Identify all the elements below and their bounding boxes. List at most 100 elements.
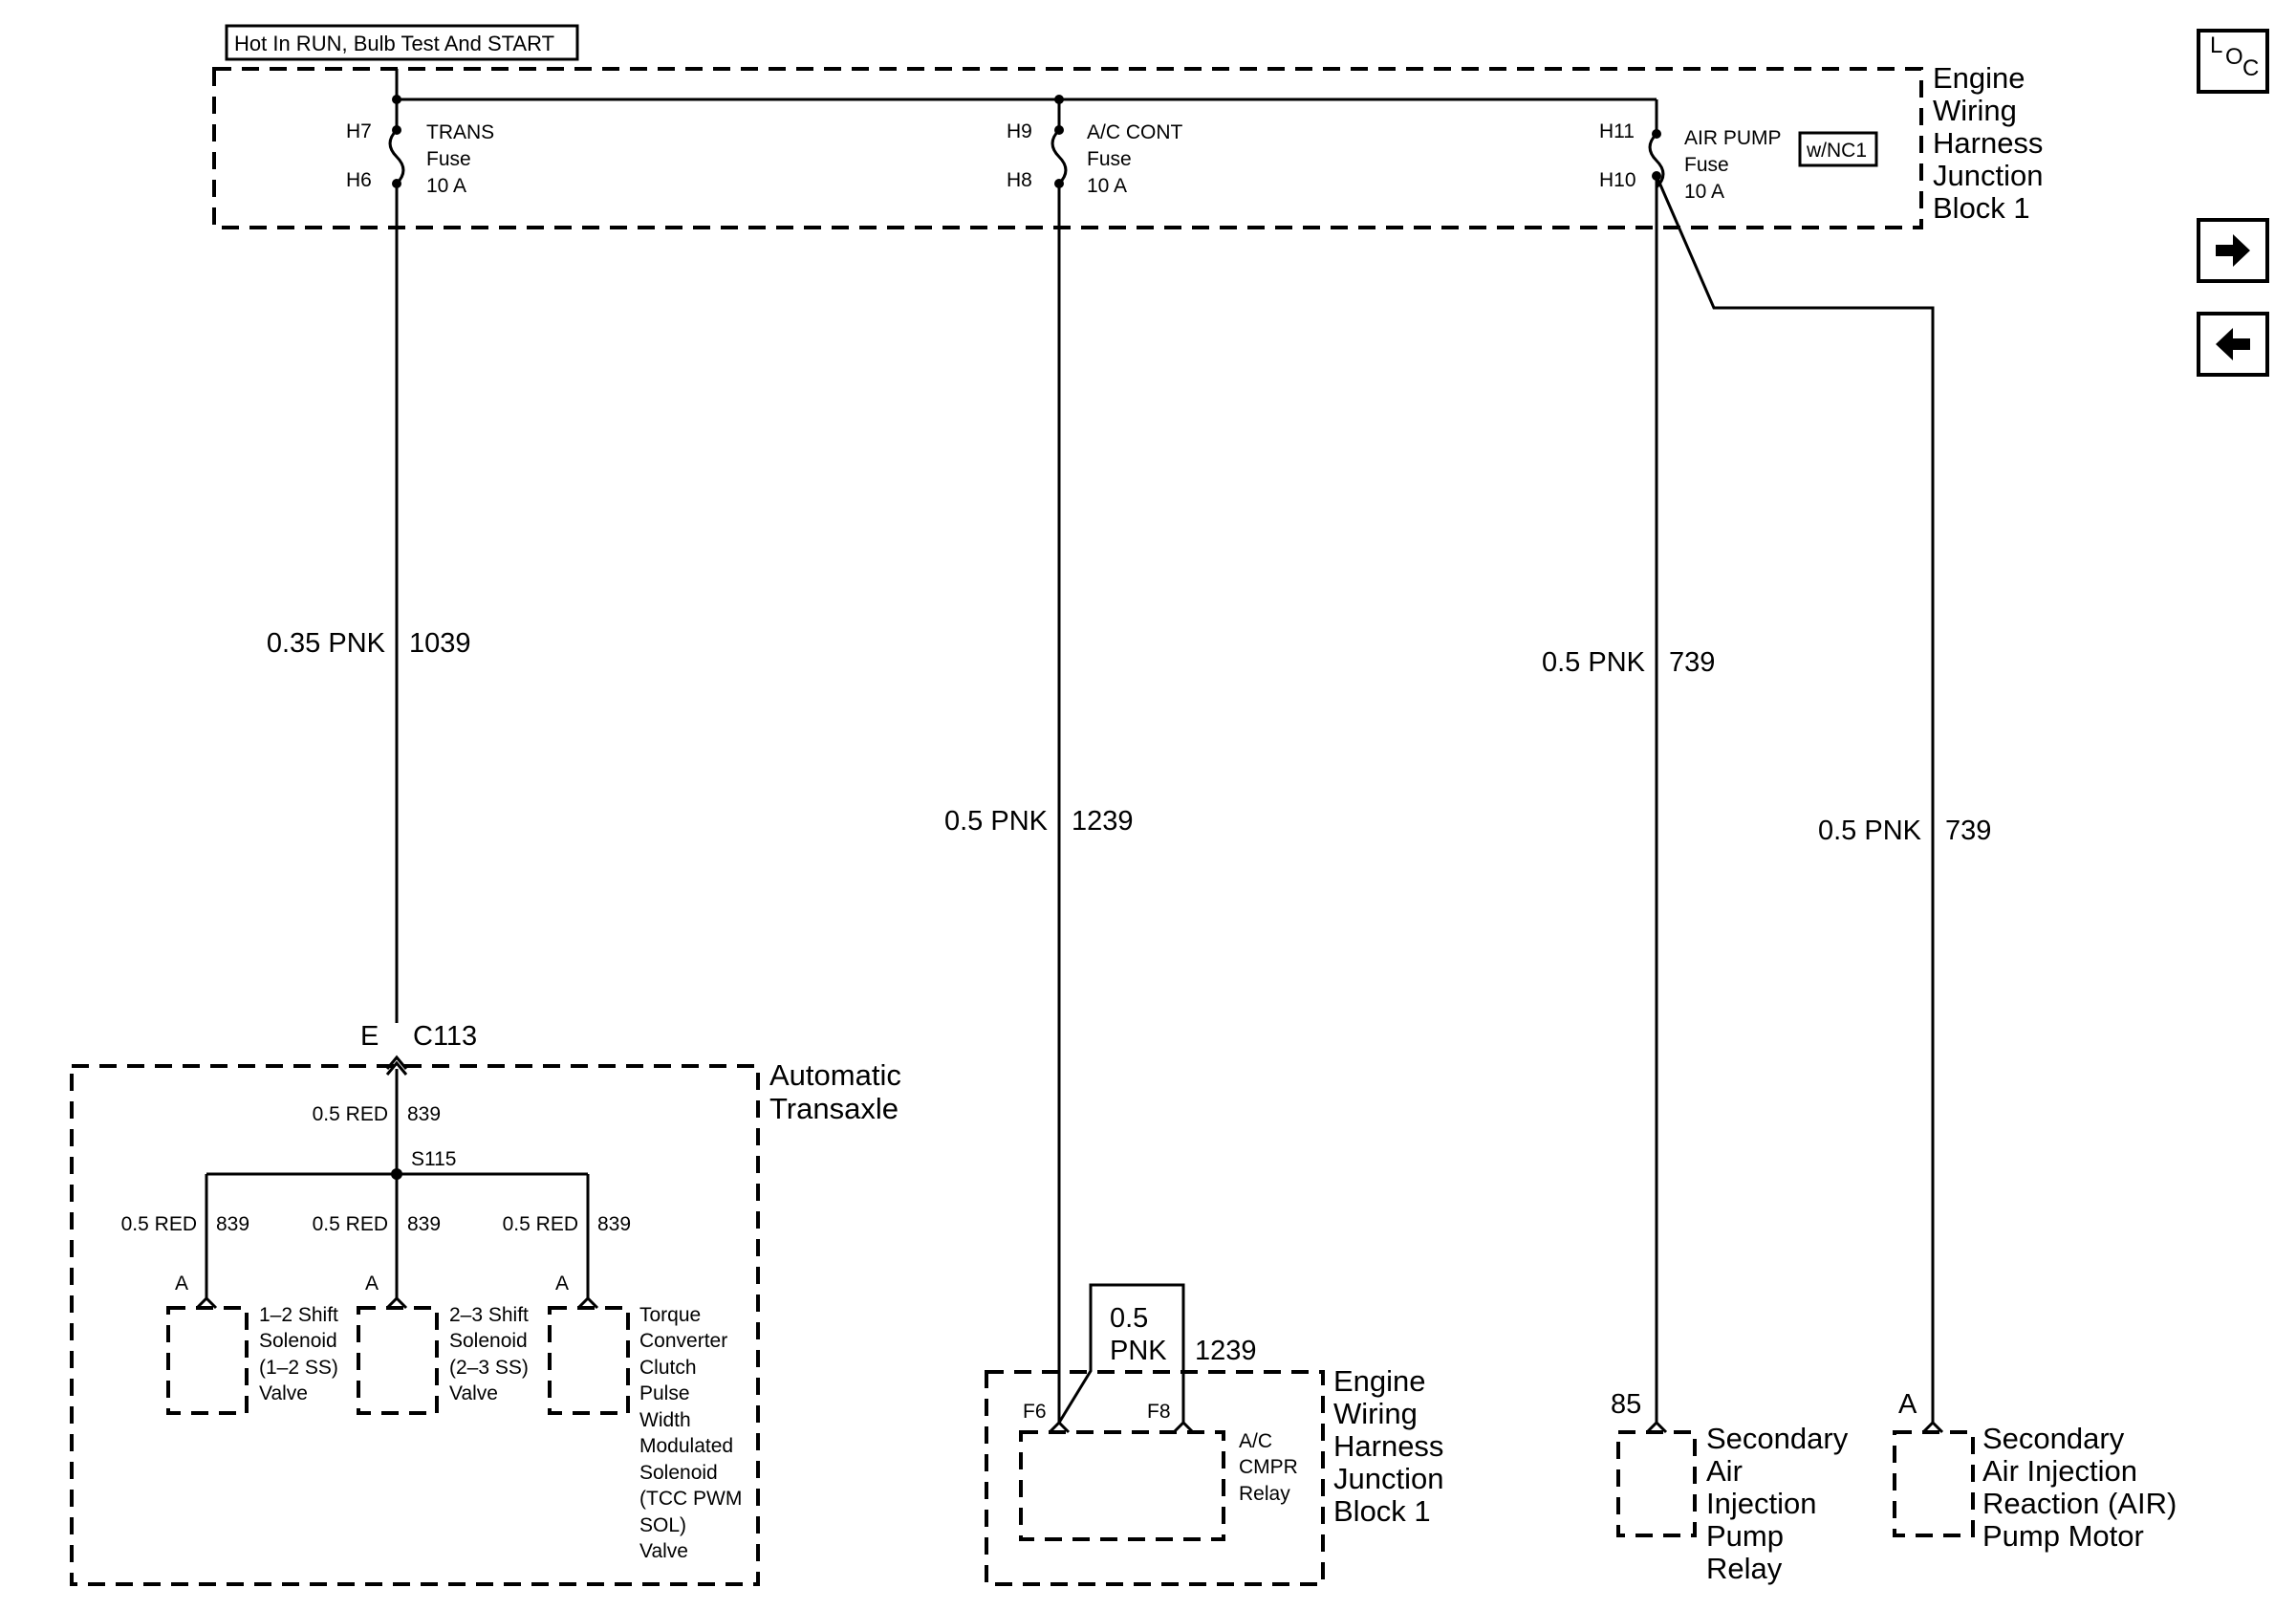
- transaxle-name-line: Transaxle: [769, 1092, 899, 1125]
- fuse-type: Fuse: [1087, 148, 1132, 170]
- fuse-ac-cont: H9 H8 A/C CONT Fuse 10 A: [1007, 99, 1183, 197]
- air-relay-label-line: Relay: [1706, 1552, 1783, 1585]
- branch-connector-symbol: [195, 1295, 218, 1310]
- fuse-bottom-pin: H10: [1599, 169, 1636, 191]
- wire-739-motor: [1655, 175, 1935, 1423]
- relay-pin-symbol: [1172, 1420, 1195, 1434]
- motor-box: [1893, 1430, 1975, 1537]
- relay-block-name-line: Junction: [1333, 1462, 1443, 1495]
- branch-connector-symbol: [385, 1295, 408, 1310]
- solenoid-label-line: (TCC PWM: [639, 1488, 742, 1510]
- fuse-top-pin: H7: [346, 120, 372, 142]
- solenoid-box: [166, 1306, 249, 1415]
- air-pump-relay: 85 Secondary Air Injection Pump Relay: [1611, 1389, 1849, 1585]
- air-relay-label-line: Secondary: [1706, 1422, 1849, 1455]
- wire-gauge-color: 0.5 PNK: [1542, 647, 1646, 678]
- wire-label-1039: 0.35 PNK 1039: [267, 628, 471, 659]
- relay-pin: 85: [1611, 1389, 1641, 1420]
- air-relay-label-line: Pump: [1706, 1519, 1784, 1553]
- jumper-circuit: 1239: [1195, 1336, 1257, 1366]
- branch-gauge-color: 0.5 RED: [503, 1213, 578, 1235]
- solenoid-branch-2-3: 0.5 RED 839 A 2–3 Shift Solenoid (2–3 SS…: [313, 1174, 529, 1415]
- solenoid-label-line: Clutch: [639, 1357, 697, 1379]
- fuse-bottom-pin: H8: [1007, 169, 1032, 191]
- transaxle-name-line: Automatic: [769, 1058, 901, 1092]
- relay-pin: F8: [1147, 1401, 1171, 1423]
- solenoid-label-line: Solenoid: [449, 1330, 528, 1352]
- solenoid-label-line: SOL): [639, 1514, 686, 1536]
- junction-block-name-line: Block 1: [1933, 191, 2030, 225]
- next-page-button[interactable]: [2197, 218, 2269, 283]
- relay-block-name-line: Wiring: [1333, 1397, 1418, 1430]
- fuse-name: A/C CONT: [1087, 121, 1183, 143]
- air-motor-label-line: Air Injection: [1982, 1454, 2137, 1488]
- solenoid-branch-tcc: 0.5 RED 839 A Torque Converter Clutch Pu…: [503, 1174, 742, 1562]
- fuse-rating: 10 A: [426, 175, 466, 197]
- wire-circuit: 1039: [409, 628, 471, 659]
- branch-circuit: 839: [407, 1213, 441, 1235]
- relay-pin: F6: [1023, 1401, 1047, 1423]
- branch-connector-symbol: [576, 1295, 599, 1310]
- solenoid-label-line: (2–3 SS): [449, 1357, 529, 1379]
- transaxle-box: [70, 1064, 760, 1586]
- loc-icon: L: [2210, 33, 2223, 58]
- loc-icon-letter: O: [2225, 44, 2243, 70]
- jumper-gauge-line: 0.5: [1110, 1303, 1148, 1334]
- air-relay-label-line: Injection: [1706, 1487, 1816, 1520]
- wire-circuit: 739: [1669, 647, 1715, 678]
- air-relay-label-line: Air: [1706, 1454, 1743, 1488]
- arrow-right-icon: [2216, 234, 2250, 267]
- header-label: Hot In RUN, Bulb Test And START: [234, 32, 554, 55]
- junction-block-name-line: Junction: [1933, 159, 2043, 192]
- relay-box: [1616, 1430, 1697, 1537]
- connector-name: C113: [413, 1021, 477, 1052]
- relay-pin-symbol: [1048, 1420, 1071, 1434]
- junction-block-name-line: Wiring: [1933, 94, 2017, 127]
- connector-pin: E: [360, 1021, 379, 1052]
- relay-block-name-line: Engine: [1333, 1364, 1426, 1398]
- solenoid-label-line: (1–2 SS): [259, 1357, 338, 1379]
- jumper-gauge-line: PNK: [1110, 1336, 1167, 1366]
- wire-circuit: 739: [1945, 816, 1991, 846]
- air-motor-label-line: Pump Motor: [1982, 1519, 2144, 1553]
- solenoid-label-line: Valve: [639, 1540, 688, 1562]
- branch-circuit: 839: [216, 1213, 249, 1235]
- wire-gauge-color: 0.5 PNK: [1818, 816, 1922, 846]
- solenoid-label-line: Converter: [639, 1330, 727, 1352]
- jumper-wire: [1057, 1283, 1185, 1424]
- wire-gauge-color: 0.5 PNK: [944, 806, 1049, 837]
- junction-block-name-line: Harness: [1933, 126, 2043, 160]
- loc-button[interactable]: L O C: [2197, 29, 2269, 94]
- branch-pin: A: [175, 1273, 188, 1295]
- solenoid-box: [357, 1306, 439, 1415]
- branch-gauge-color: 0.5 RED: [313, 1213, 388, 1235]
- solenoid-label-line: Pulse: [639, 1382, 690, 1404]
- splice-label: S115: [411, 1148, 457, 1170]
- relay-label-line: A/C: [1239, 1430, 1272, 1452]
- solenoid-label-line: Valve: [449, 1382, 498, 1404]
- relay-block-name-line: Harness: [1333, 1429, 1443, 1463]
- branch-circuit: 839: [597, 1213, 631, 1235]
- fuse-name: AIR PUMP: [1684, 127, 1782, 149]
- fuse-rating: 10 A: [1684, 181, 1724, 203]
- solenoid-label-line: Solenoid: [259, 1330, 337, 1352]
- motor-pin: A: [1898, 1389, 1917, 1420]
- option-label-box: [1798, 131, 1878, 167]
- fuse-element: [1051, 128, 1068, 185]
- solenoid-label-line: 2–3 Shift: [449, 1304, 529, 1326]
- air-motor-label-line: Reaction (AIR): [1982, 1487, 2177, 1520]
- arrow-left-icon: [2216, 328, 2250, 360]
- ac-cmpr-relay-box: [1019, 1430, 1225, 1541]
- header-label-box: [225, 24, 579, 61]
- junction-block-top-name: Engine Wiring Harness Junction Block 1: [1933, 61, 2043, 225]
- previous-page-button[interactable]: [2197, 312, 2269, 377]
- solenoid-label-line: Torque: [639, 1304, 701, 1326]
- feed-circuit: 839: [407, 1103, 441, 1125]
- fuse-element: [388, 128, 405, 185]
- fuse-top-pin: H11: [1599, 120, 1635, 142]
- wire-gauge-color: 0.35 PNK: [267, 628, 386, 659]
- fuse-type: Fuse: [1684, 154, 1729, 176]
- fuse-name: TRANS: [426, 121, 494, 143]
- solenoid-label-line: 1–2 Shift: [259, 1304, 338, 1326]
